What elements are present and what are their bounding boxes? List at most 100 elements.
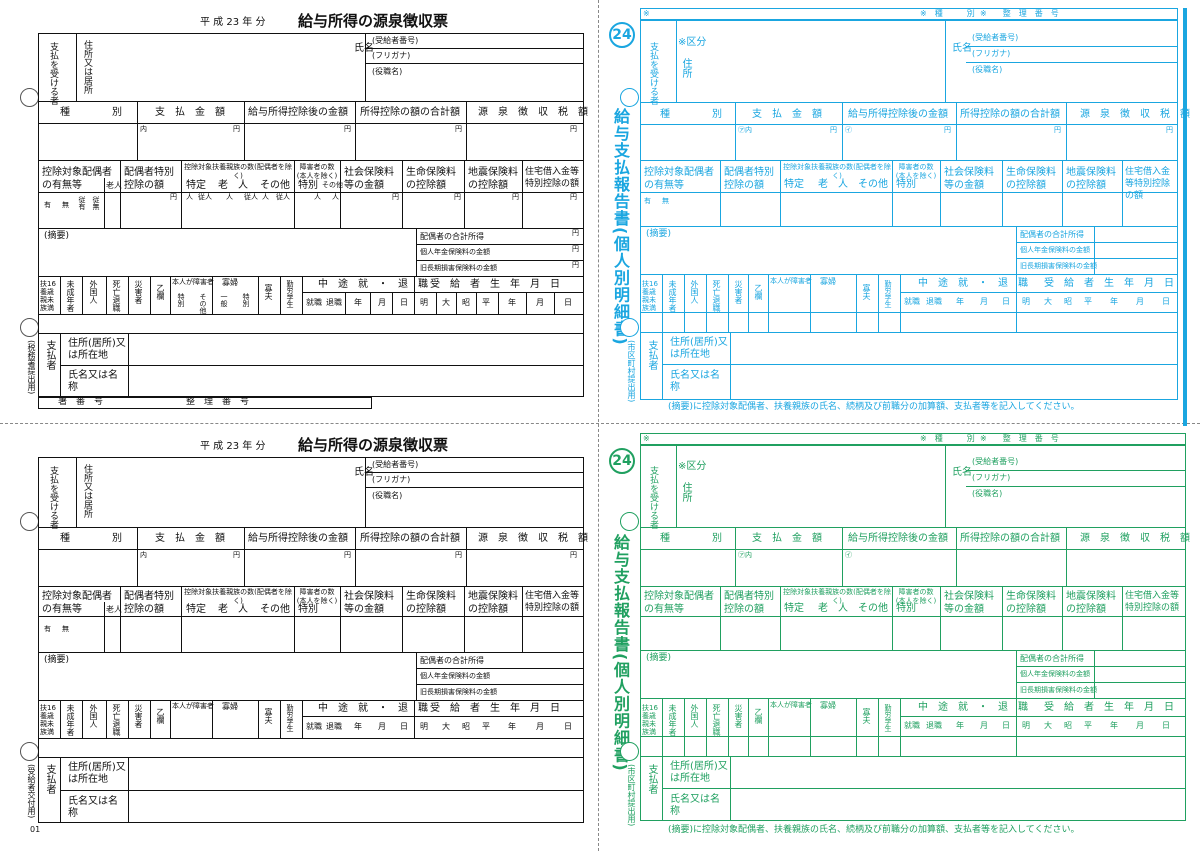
payer-address: 住所(居所)又は所在地 <box>670 337 728 360</box>
binding-hole <box>20 318 39 337</box>
col-death-retire: 死亡退職 <box>712 704 721 736</box>
earthquake-insurance: 地震保険料の控除額 <box>468 167 518 191</box>
office-number: 署 番 号 <box>58 397 104 407</box>
col-student: 勤労学生 <box>884 704 892 732</box>
employed: 従有 <box>78 196 86 210</box>
col-disaster: 災害者 <box>734 704 743 728</box>
binding-hole <box>20 88 39 107</box>
payee-label: 支払を受ける者 <box>48 42 58 105</box>
none: 無 <box>62 201 69 209</box>
remarks: (摘要) <box>44 231 70 241</box>
binding-hole <box>620 742 639 761</box>
spouse-presence: 控除対象配偶者の有無等 <box>42 167 112 191</box>
day: 日 <box>564 722 572 731</box>
hire: 就職 <box>904 297 920 306</box>
col-self-disabled: 本人が障害者 <box>172 278 214 286</box>
spouse-presence: 控除対象配偶者の有無等 <box>644 167 714 191</box>
retire: 退職 <box>926 721 942 730</box>
col-disaster: 災害者 <box>134 704 143 728</box>
showa: 昭 <box>1064 721 1072 730</box>
footnote: (摘要)に控除対象配偶者、扶養親族の氏名、続柄及び前職分の加算額、支払者等を記入… <box>668 825 1080 835</box>
birth: 受 給 者 生 年 月 日 <box>1044 702 1174 713</box>
persons-cohabit: 従人 <box>244 193 258 201</box>
name-label-1: 氏名 <box>354 43 374 54</box>
birth: 受 給 者 生 年 月 日 <box>430 279 560 290</box>
yen-mark: 円 <box>512 193 519 201</box>
top-strip <box>640 433 1186 445</box>
dependents-count: 控除対象扶養親族の数(配偶者を除く) <box>783 163 891 180</box>
yen-mark: 円 <box>344 125 351 133</box>
life-insurance: 生命保険料の控除額 <box>406 167 456 191</box>
binding-hole <box>620 88 639 107</box>
category: ※区分 <box>678 461 707 472</box>
ref: ※ 整 理 番 号 <box>980 9 1059 18</box>
yen-mark: 円 <box>455 551 462 559</box>
col-under16: 扶16養歳親未族満 <box>642 704 658 736</box>
circle-b: ㋑ <box>845 126 852 134</box>
taisho: 大 <box>442 298 450 307</box>
sub-other: その他 <box>858 603 888 614</box>
payer-name: 氏名又は名称 <box>670 370 720 393</box>
margin-bar <box>1183 8 1187 426</box>
col-widow: 寡婦 <box>222 702 238 711</box>
month: 月 <box>536 722 544 731</box>
yen-mark: 円 <box>1166 126 1173 134</box>
elderly-flag: 老人 <box>106 181 122 190</box>
month: 月 <box>980 297 988 306</box>
social-insurance: 社会保険料等の金額 <box>944 591 994 615</box>
spouse-presence: 控除対象配偶者の有無等 <box>644 591 714 615</box>
hire: 就職 <box>306 722 322 731</box>
payer-name: 氏名又は名称 <box>68 796 118 819</box>
furigana: (フリガナ) <box>972 49 1011 58</box>
sub-special: 特別 <box>896 603 916 614</box>
year: 年 <box>354 722 362 731</box>
binding-hole <box>20 512 39 531</box>
spouse-income: 配偶者の合計所得 <box>1020 230 1084 239</box>
dependent: 従無 <box>92 196 100 210</box>
month: 月 <box>378 298 386 307</box>
disabled-count: 障害者の数(本人を除く) <box>296 163 338 180</box>
midyear: 中 途 就 ・ 退 職 <box>918 278 1028 289</box>
disabled-count: 障害者の数(本人を除く) <box>895 588 937 605</box>
col-tax: 源 泉 徴 収 税 額 <box>1080 533 1190 544</box>
col-widower: 寡夫 <box>264 284 273 300</box>
furigana: (フリガナ) <box>972 473 1011 482</box>
report-frame <box>640 445 1186 821</box>
col-minor: 未成年者 <box>66 280 75 312</box>
col-widow: 寡婦 <box>820 701 836 710</box>
midyear: 中 途 就 ・ 退 職 <box>318 703 428 714</box>
remarks: (摘要) <box>44 655 70 665</box>
spouse-special: 配偶者特別控除の額 <box>124 167 174 191</box>
circle-number: 24 <box>609 448 635 474</box>
payee-label: 支払を受ける者 <box>648 466 658 529</box>
binding-hole <box>20 742 39 761</box>
col-self-disabled: 本人が障害者 <box>770 701 812 709</box>
address: 住所 <box>680 482 691 502</box>
taisho: 大 <box>442 722 450 731</box>
circle-number: 24 <box>609 22 635 48</box>
furigana: (フリガナ) <box>372 51 411 60</box>
col-deduction-total: 所得控除の額の合計額 <box>960 533 1060 544</box>
col-self-disabled: 本人が障害者 <box>172 702 214 710</box>
payer-name: 氏名又は名称 <box>670 794 720 817</box>
heisei: 平 <box>482 722 490 731</box>
heisei: 平 <box>1084 721 1092 730</box>
circle-a: ㋐内 <box>738 551 752 559</box>
social-insurance: 社会保険料等の金額 <box>344 167 394 191</box>
kind: ※ 種 別 <box>920 9 975 18</box>
slip-frame <box>38 457 584 823</box>
yen-mark: 円 <box>830 126 837 134</box>
col-type: 種 別 <box>660 533 725 544</box>
sub-other: その他 <box>260 180 290 191</box>
ref-number: 整 理 番 号 <box>186 397 250 407</box>
year-label: 平 成 23 年 分 <box>200 441 266 452</box>
circle-b: ㋑ <box>845 551 852 559</box>
heisei: 平 <box>1084 297 1092 306</box>
spouse-income: 配偶者の合計所得 <box>1020 654 1084 663</box>
social-insurance: 社会保険料等の金額 <box>944 167 994 191</box>
remarks: (摘要) <box>646 229 672 239</box>
position: (役職名) <box>972 65 1003 74</box>
vertical-title: 給与支払報告書(個人別明細書) <box>611 108 630 346</box>
col-deduction-total: 所得控除の額の合計額 <box>360 107 460 118</box>
side-tax-office: (税務署提出用) <box>27 340 36 395</box>
